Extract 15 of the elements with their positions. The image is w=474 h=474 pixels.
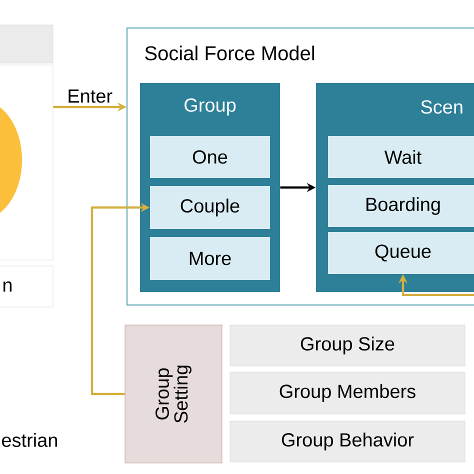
label-box: n <box>0 266 54 308</box>
item-box: Group Behavior <box>230 420 466 462</box>
item-box: Group Members <box>230 372 466 414</box>
panel-box <box>0 64 54 260</box>
item-box: One <box>150 136 270 178</box>
item-box: Wait <box>328 136 474 178</box>
header-box <box>0 24 54 64</box>
edge-label: Enter <box>66 88 114 104</box>
setting-box: Group Setting <box>124 324 222 464</box>
item-box: Group Size <box>230 324 466 366</box>
caption-text: estrian <box>2 433 57 447</box>
item-box: More <box>150 237 270 280</box>
item-box: Queue <box>328 232 474 274</box>
item-box: Couple <box>150 186 270 229</box>
item-box: Boarding <box>328 185 474 227</box>
